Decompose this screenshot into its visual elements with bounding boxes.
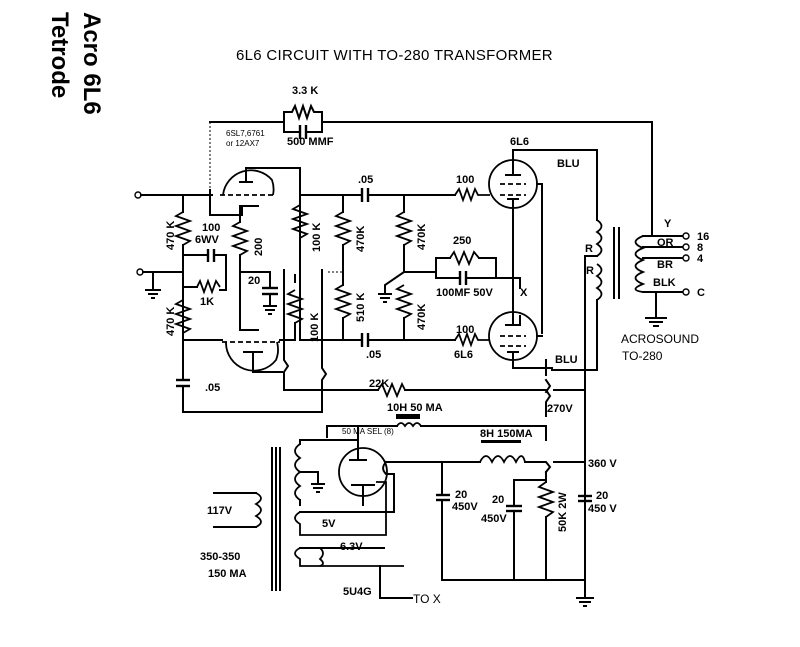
grid-res-4-label: 470K bbox=[416, 304, 428, 330]
phase-inverter: .05 470K 510 K 470K 470K 250 100MF 50V X… bbox=[299, 174, 528, 361]
heater-label: 6.3V bbox=[340, 541, 363, 553]
bias-cap-label: 100MF 50V bbox=[436, 287, 494, 299]
tap-8-terminal[interactable] bbox=[682, 243, 690, 251]
rect-filament-label: 5V bbox=[322, 518, 336, 530]
coupling-top-label: .05 bbox=[358, 174, 373, 186]
filter-cap-3-value: 20 bbox=[596, 490, 608, 502]
transformer-name-1: ACROSOUND bbox=[621, 332, 699, 346]
power-bus: 22K 270V 10H 50 MA 50 MA SEL (8) 8H 150M… bbox=[283, 359, 617, 607]
feedback-res-label: 22K bbox=[369, 378, 389, 390]
coupling-bottom-label: .05 bbox=[366, 349, 381, 361]
output-tube-upper-label: 6L6 bbox=[510, 136, 529, 148]
b-plus-360-label: 360 V bbox=[588, 458, 617, 470]
driver-tube-label-2: or 12AX7 bbox=[226, 139, 260, 148]
bias-tap-label: X bbox=[520, 287, 528, 299]
ht-winding-label: 350-350 bbox=[200, 551, 240, 563]
tap-16-label: 16 bbox=[697, 231, 709, 243]
input-stage: 470 K 100 6WV 1K 470 K 200 20 100 K bbox=[134, 167, 329, 413]
filter-cap-1-rating: 450V bbox=[452, 501, 478, 513]
feedback-tap-label: Y bbox=[664, 218, 672, 230]
driver-tube-label-1: 6SL7,6761 bbox=[226, 129, 265, 138]
tap-r2-label: R bbox=[586, 265, 594, 277]
grid-res-2-label: 470K bbox=[416, 224, 428, 250]
cap-20-label: 20 bbox=[248, 275, 260, 287]
grid-res-3-label: 510 K bbox=[355, 293, 367, 322]
mains-label: 117V bbox=[207, 505, 233, 517]
lead-or-label: OR bbox=[657, 237, 674, 249]
choke-1-note: 50 MA SEL (8) bbox=[342, 427, 394, 436]
upper-grid-res-label: 100 bbox=[456, 174, 474, 186]
cathode-cap-rating: 6WV bbox=[195, 234, 220, 246]
output-tube-lower-label: 6L6 bbox=[454, 349, 473, 361]
tap-4-terminal[interactable] bbox=[682, 254, 690, 262]
tap-4-label: 4 bbox=[697, 253, 704, 265]
filter-cap-1-value: 20 bbox=[455, 489, 467, 501]
filter-cap-3-rating: 450 V bbox=[588, 503, 617, 515]
output-transformer: R R Y OR BR BLK 16 8 4 C ACROSOUND TO-28… bbox=[584, 218, 709, 381]
feedback-resistor-label: 3.3 K bbox=[292, 85, 318, 97]
choke-2-label: 8H 150MA bbox=[480, 428, 533, 440]
plate-res-top-label: 100 K bbox=[311, 223, 323, 252]
cap-05-bottom-label: .05 bbox=[205, 382, 220, 394]
filter-cap-2-rating: 450V bbox=[481, 513, 507, 525]
lead-br-label: BR bbox=[657, 259, 673, 271]
tap-8-label: 8 bbox=[697, 242, 703, 254]
power-transformer: 117V 350-350 150 MA 5V 6.3V 5U4G TO X bbox=[200, 439, 441, 606]
feedback-network: 3.3 K 500 MMF bbox=[209, 85, 653, 229]
bias-res-label: 250 bbox=[453, 235, 471, 247]
filter-cap-2-value: 20 bbox=[492, 494, 504, 506]
b-plus-270-label: 270V bbox=[547, 403, 573, 415]
upper-lead-label: BLU bbox=[557, 158, 580, 170]
lead-blk-label: BLK bbox=[653, 277, 676, 289]
schematic-title: 6L6 CIRCUIT WITH TO-280 TRANSFORMER bbox=[236, 47, 553, 64]
grid-res-1-label: 470K bbox=[355, 226, 367, 252]
lower-grid-res-label: 100 bbox=[456, 324, 474, 336]
tap-c-terminal[interactable] bbox=[682, 288, 690, 296]
lower-lead-label: BLU bbox=[555, 354, 578, 366]
r-470k-bottom-label: 470 K bbox=[165, 307, 177, 336]
to-x-label: TO X bbox=[413, 592, 441, 606]
side-title-line2: Tetrode bbox=[46, 12, 73, 98]
side-title: Acro 6L6 Tetrode bbox=[46, 12, 105, 115]
bleeder-res-label: 50K 2W bbox=[557, 492, 569, 532]
tap-r1-label: R bbox=[585, 243, 593, 255]
tap-c-label: C bbox=[697, 287, 705, 299]
choke-1-label: 10H 50 MA bbox=[387, 402, 443, 414]
ht-current-label: 150 MA bbox=[208, 568, 247, 580]
output-tubes: 6L6 100 BLU 100 6L6 BLU bbox=[454, 136, 598, 371]
r-470k-top-label: 470 K bbox=[165, 221, 177, 250]
side-title-line1: Acro 6L6 bbox=[78, 12, 105, 115]
rectifier-label: 5U4G bbox=[343, 586, 372, 598]
cathode-res-label: 1K bbox=[200, 296, 214, 308]
feedback-cap-label: 500 MMF bbox=[287, 136, 334, 148]
plate-res-bottom-label: 100 K bbox=[309, 313, 321, 342]
cathode-cap-value: 100 bbox=[202, 222, 220, 234]
tap-16-terminal[interactable] bbox=[682, 232, 690, 240]
res-200-label: 200 bbox=[253, 238, 265, 256]
transformer-name-2: TO-280 bbox=[622, 349, 663, 363]
